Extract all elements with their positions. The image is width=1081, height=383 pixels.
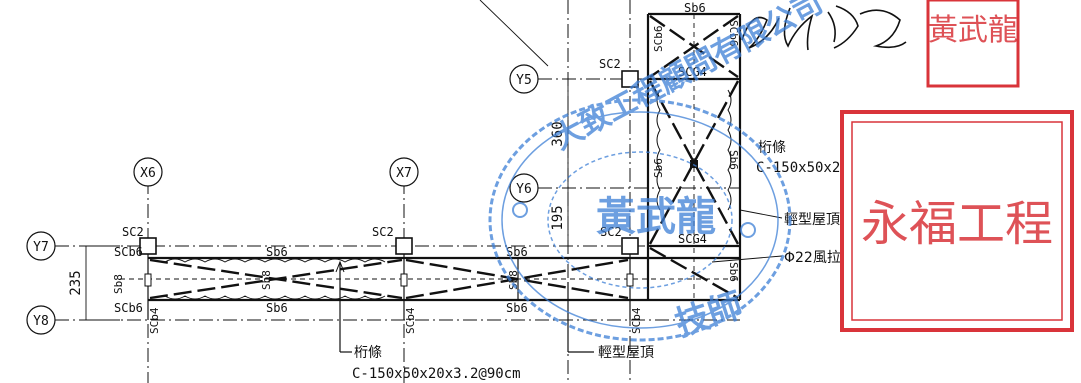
member-labels: SC2 SC2 SC2 SC2 SCb6 SCb6 Sb6 Sb6 Sb6 Sb…: [112, 1, 740, 334]
label-sb6-bottom-1: Sb6: [266, 301, 288, 315]
svg-text:Y6: Y6: [516, 182, 532, 197]
label-scb6-vert-right: SCb6: [727, 20, 740, 47]
grid-bubble-x6: X6: [133, 157, 163, 187]
label-sb6-vert-right: Sb6: [727, 150, 740, 170]
label-sb6-top-2: Sb6: [506, 245, 528, 259]
label-sb6-vert-top: Sb6: [684, 1, 706, 15]
label-sc2-x6: SC2: [122, 225, 144, 239]
label-scg4-top: SCG4: [678, 65, 707, 79]
vertical-roof-frame: [646, 12, 783, 300]
label-sc2-y5: SC2: [599, 57, 621, 71]
label-sb8-mid2: Sb8: [507, 270, 520, 290]
label-scb6-bottom-left: SCb6: [114, 301, 143, 315]
svg-text:Y5: Y5: [516, 73, 532, 88]
svg-text:235: 235: [68, 270, 84, 295]
horizontal-roof-frame: [120, 246, 740, 353]
label-sb8-left: Sb8: [112, 274, 125, 294]
note-light-roof-bottom: 輕型屋頂: [598, 345, 654, 361]
red-seal-small: 黃武龍: [926, 0, 1020, 88]
svg-text:Y8: Y8: [33, 314, 49, 329]
note-purlin-bottom: 桁條 C-150x50x20x3.2@90cm: [352, 345, 521, 382]
label-scb4-y6: SCb4: [630, 307, 643, 334]
red-seal-large: 永福工程: [840, 110, 1074, 332]
svg-text:輕型屋頂: 輕型屋頂: [784, 212, 840, 228]
label-sb6-vert-bottom: Sb6: [727, 262, 740, 282]
svg-text:永福工程: 永福工程: [861, 196, 1053, 252]
label-scb4-x7: SCb4: [404, 307, 417, 334]
svg-text:C-150x50x20x3.2@90cm: C-150x50x20x3.2@90cm: [352, 366, 521, 382]
label-sc2-y6: SC2: [600, 225, 622, 239]
svg-text:黃武龍: 黃武龍: [928, 13, 1018, 48]
svg-text:X7: X7: [396, 166, 412, 181]
svg-text:Y7: Y7: [33, 240, 49, 255]
label-scb4-x6: SCb4: [148, 307, 161, 334]
label-scg4-bottom: SCG4: [678, 232, 707, 246]
grid-bubble-y6: Y6: [509, 173, 539, 203]
column-group: [139, 70, 639, 287]
grid-bubble-y7: Y7: [26, 231, 56, 261]
label-sb6-top-1: Sb6: [266, 245, 288, 259]
svg-text:X6: X6: [140, 166, 156, 181]
svg-text:195: 195: [550, 205, 566, 230]
grid-bubble-y8: Y8: [26, 305, 56, 335]
note-light-roof-right: 輕型屋頂: [784, 212, 840, 228]
handwritten-signature: [741, 5, 907, 51]
label-sc2-x7: SC2: [372, 225, 394, 239]
svg-text:360: 360: [550, 121, 566, 146]
label-scb6-top-left: SCb6: [114, 245, 143, 259]
svg-text:黃武龍: 黃武龍: [596, 194, 716, 240]
label-scb6-vert-left: SCb6: [652, 26, 665, 53]
dimension-235: 235: [68, 245, 120, 321]
svg-text:桁條: 桁條: [758, 140, 786, 156]
label-sb6-bottom-2: Sb6: [506, 301, 528, 315]
svg-text:Φ22風拉桿: Φ22風拉桿: [784, 250, 855, 266]
svg-text:桁條: 桁條: [354, 345, 382, 361]
svg-text:技師: 技師: [670, 286, 747, 345]
svg-text:輕型屋頂: 輕型屋頂: [598, 345, 654, 361]
label-sb6-vert-left: Sb6: [652, 158, 665, 178]
dimension-360: 360: [550, 79, 569, 188]
grid-bubble-x7: X7: [389, 157, 419, 187]
note-tie-rod: Φ22風拉桿: [784, 250, 855, 266]
grid-bubble-y5: Y5: [509, 64, 539, 94]
dimension-195: 195: [550, 188, 569, 246]
label-sb8-mid1: Sb8: [260, 270, 273, 290]
